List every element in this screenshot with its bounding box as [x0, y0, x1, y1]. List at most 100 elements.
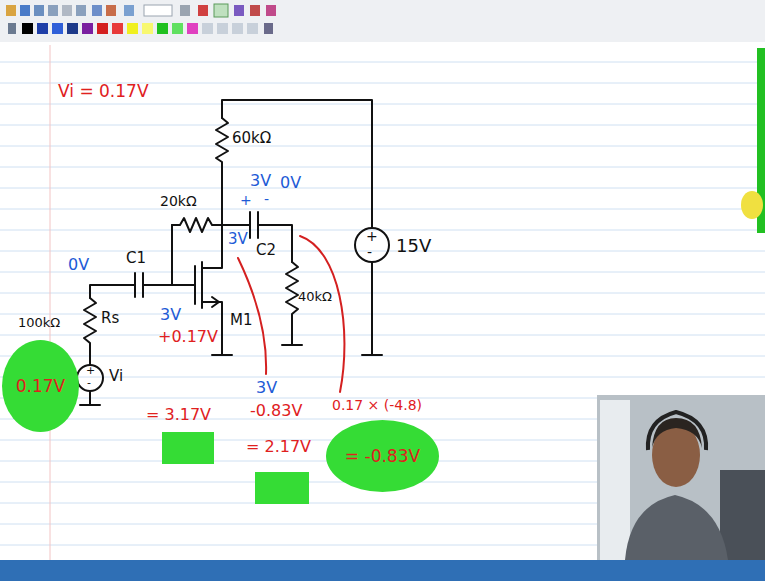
highlight-bar: [255, 472, 309, 504]
toolbar-icon: [266, 5, 276, 16]
leader-line: [300, 236, 344, 392]
annotation-text: 100kΩ: [18, 316, 60, 330]
annotation-text: +: [240, 193, 252, 208]
annotation-text: 60kΩ: [232, 130, 271, 147]
toolbar-icon: [106, 5, 116, 16]
ruled-line: [0, 209, 765, 210]
yellow-blob: [741, 191, 763, 219]
color-swatch: [157, 23, 168, 34]
highlight-ellipse: 0.17V: [2, 340, 79, 432]
ground-symbol: [80, 404, 100, 406]
ruled-line: [0, 188, 765, 189]
annotation-text: 3V: [160, 306, 181, 324]
wire: [222, 224, 250, 226]
ruled-line: [0, 356, 765, 357]
ruled-line: [0, 146, 765, 147]
highlight-bar: [162, 432, 214, 464]
color-swatch: [67, 23, 78, 34]
wire: [90, 285, 135, 298]
voltage-source: [355, 228, 389, 262]
annotation-text: +0.17V: [158, 328, 218, 346]
annotation-text: 0V: [68, 256, 89, 274]
wires: [77, 100, 389, 405]
toolbar-icon: [198, 5, 208, 16]
annotation-text: -: [367, 245, 372, 260]
color-swatch: [22, 23, 33, 34]
toolbar-icon: [20, 5, 30, 16]
annotation-text: 15V: [396, 236, 431, 256]
wire: [371, 262, 373, 355]
voltage-source: [77, 365, 103, 391]
color-swatch: [217, 23, 228, 34]
wire: [89, 391, 91, 405]
toolbar-icon: [76, 5, 86, 16]
margin-line: [50, 45, 51, 560]
mosfet-arrow: [212, 297, 219, 307]
color-swatch: [127, 23, 138, 34]
toolbar-dropdown: [144, 5, 172, 16]
color-swatch: [232, 23, 243, 34]
annotation-text: Vi: [109, 368, 123, 385]
color-swatch: [202, 23, 213, 34]
annotation-text: -0.83V: [250, 402, 302, 420]
wire: [222, 100, 372, 228]
annotation-text: 0V: [280, 174, 301, 192]
toolbar-icon: [214, 4, 228, 17]
side-marks: [741, 48, 765, 233]
toolbar-icon: [180, 5, 190, 16]
wire: [172, 225, 195, 285]
video-chair: [720, 470, 765, 560]
annotation-text: +: [86, 365, 95, 377]
presenter-video: [597, 395, 765, 560]
ground-symbol: [362, 354, 382, 356]
annotation-text: C2: [256, 242, 276, 259]
color-swatch: [37, 23, 48, 34]
color-swatch: [187, 23, 198, 34]
toolbar-icon: [8, 23, 16, 34]
toolbar-icon: [264, 23, 273, 34]
toolbar-icon: [124, 5, 134, 16]
resistor-symbol: [286, 262, 298, 345]
color-swatch: [142, 23, 153, 34]
annotation-text: 0.17 × (-4.8): [332, 398, 422, 413]
annotation-text: 40kΩ: [298, 290, 332, 304]
highlight-ellipse: = -0.83V: [326, 420, 439, 492]
color-swatch: [172, 23, 183, 34]
video-bg: [597, 395, 765, 560]
toolbar-icon: [62, 5, 72, 16]
wire: [143, 284, 172, 286]
ground-symbol: [212, 354, 232, 356]
annotation-text: +: [366, 229, 378, 244]
annotation-text: C1: [126, 250, 146, 267]
bottom-bar: [0, 560, 765, 581]
ruled-line: [0, 104, 765, 105]
gate-plate: [194, 266, 196, 304]
ruled-line: [0, 251, 765, 252]
annotation-text: 3V: [256, 379, 277, 397]
resistor-symbol: [216, 118, 228, 225]
toolbar-icon: [250, 5, 260, 16]
color-swatch: [112, 23, 123, 34]
ruled-line: [0, 62, 765, 63]
ruled-line: [0, 293, 765, 294]
headphones: [648, 412, 706, 450]
toolbar-icon: [34, 5, 44, 16]
annotation-text: 3V: [228, 231, 248, 248]
result-value: = -0.83V: [345, 446, 420, 466]
ruled-line: [0, 167, 765, 168]
resistor-symbol: [84, 298, 96, 365]
result-value: 0.17V: [16, 376, 65, 396]
color-swatch: [52, 23, 63, 34]
capacitor-plate: [142, 273, 144, 297]
annotation-text: -: [87, 377, 91, 389]
annotation-text: M1: [230, 312, 253, 329]
annotation-text: Vi = 0.17V: [58, 82, 149, 101]
toolbar-icon: [92, 5, 102, 16]
annotation-text: = 3.17V: [146, 406, 211, 424]
wire: [202, 225, 222, 268]
annotation-text: 3V: [250, 172, 271, 190]
color-swatch: [97, 23, 108, 34]
ruled-line: [0, 125, 765, 126]
presenter-body: [625, 495, 728, 560]
